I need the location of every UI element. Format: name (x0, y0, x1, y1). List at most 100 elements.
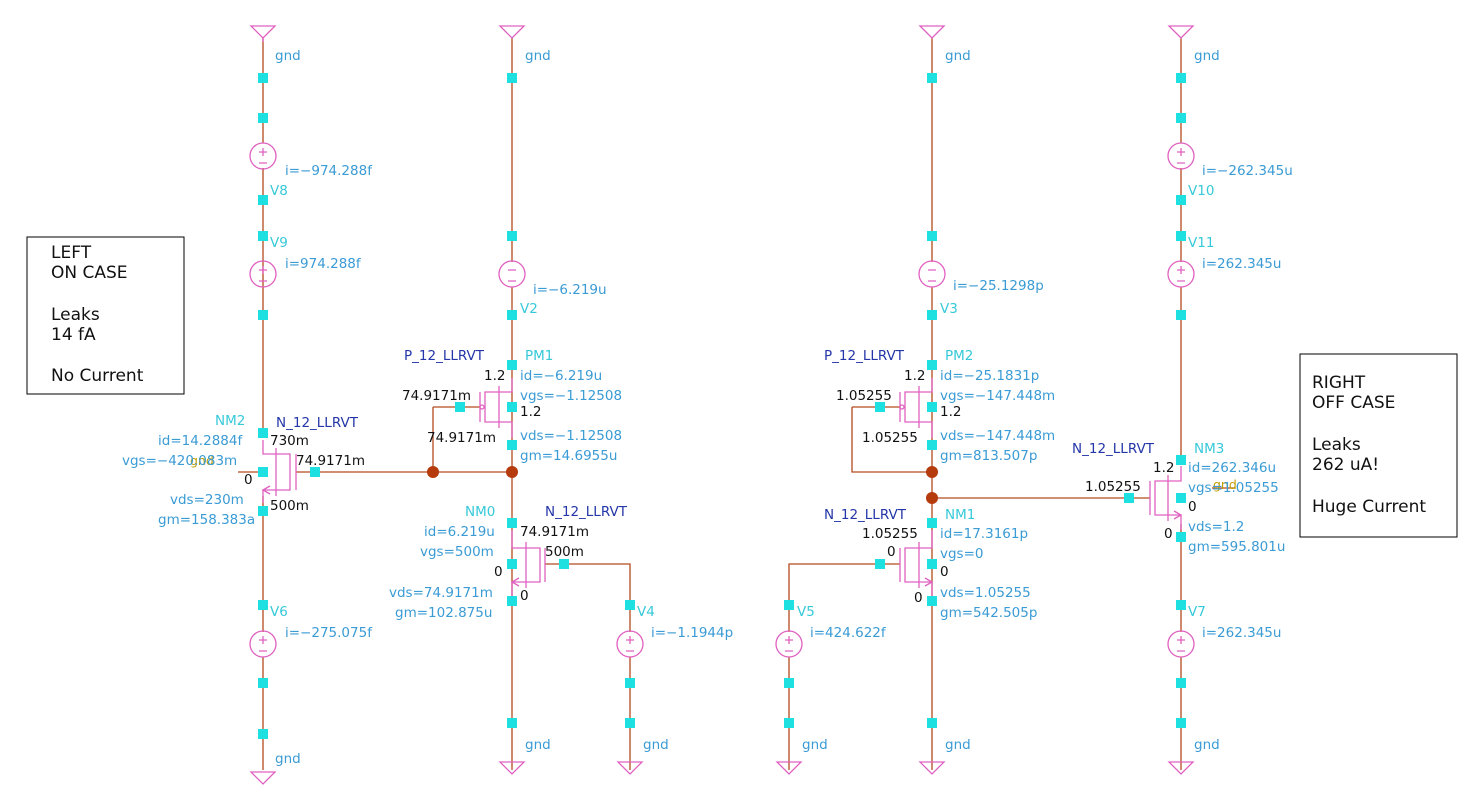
schematic-label: 500m (270, 498, 309, 514)
pin-marker (258, 428, 268, 438)
pin-marker (927, 310, 937, 320)
schematic-label: vgs=500m (420, 544, 494, 560)
schematic-label: V6 (270, 604, 288, 620)
schematic-label: 1.2 (520, 404, 541, 420)
schematic-label: Leaks (51, 305, 100, 325)
pin-marker (927, 596, 937, 606)
pin-marker (258, 729, 268, 739)
schematic-label: i=974.288f (285, 256, 362, 272)
schematic-label: 74.9171m (427, 430, 496, 446)
schematic-label: 730m (270, 433, 309, 449)
pin-marker (1124, 493, 1134, 503)
schematic-label: vds=230m (170, 492, 244, 508)
schematic-label: V2 (520, 301, 538, 317)
schematic-label: 0 (244, 472, 253, 488)
schematic-label: LEFT (51, 243, 92, 263)
schematic-label: vgs=1.05255 (1188, 480, 1279, 496)
pin-marker (258, 678, 268, 688)
pin-marker (455, 402, 465, 412)
pin-marker (507, 310, 517, 320)
schematic-label: P_12_LLRVT (404, 348, 485, 364)
schematic-label: i=−262.345u (1202, 163, 1293, 179)
pin-marker (1176, 231, 1186, 241)
pin-marker (875, 559, 885, 569)
schematic-label: 1.2 (1153, 460, 1174, 476)
schematic-label: gm=542.505p (940, 605, 1037, 621)
pin-marker (784, 718, 794, 728)
source-v3 (918, 260, 946, 288)
node-dot (926, 466, 938, 478)
pin-marker (258, 73, 268, 83)
schematic-label: V3 (940, 301, 958, 317)
pin-marker (927, 518, 937, 528)
wires (238, 38, 1235, 770)
schematic-label: V7 (1188, 604, 1206, 620)
source-v7 (1167, 630, 1195, 658)
labels-column-1: i=−974.288f V8 V9 i=974.288f NM2 N_12_LL… (122, 163, 373, 641)
pin-marker (507, 440, 517, 450)
gnd-label: gnd (802, 737, 828, 753)
schematic-label: Huge Current (1312, 497, 1426, 517)
schematic-label: i=−1.1944p (651, 625, 733, 641)
schematic-label: NM2 (215, 413, 245, 429)
schematic-label: 1.2 (484, 368, 505, 384)
pin-marker (507, 73, 517, 83)
pin-marker (258, 231, 268, 241)
ground-labels: gnd gnd gnd gnd gnd gnd gnd gnd gnd gnd … (190, 48, 1237, 767)
source-v6 (249, 630, 277, 658)
pin-marker (784, 600, 794, 610)
pin-marker (258, 310, 268, 320)
gnd-label-overlap: gnd (190, 453, 214, 468)
schematic-label: 0 (1164, 526, 1173, 542)
pin-marker (927, 440, 937, 450)
schematic-label: gm=595.801u (1188, 539, 1285, 555)
node-dot (427, 466, 439, 478)
schematic-label: vds=−147.448m (940, 428, 1055, 444)
gnd-top-4 (1167, 25, 1195, 39)
schematic-label: 1.05255 (836, 388, 892, 404)
schematic-label: RIGHT (1312, 373, 1366, 393)
gnd-bottom-3 (616, 761, 644, 775)
schematic-label: N_12_LLRVT (545, 504, 628, 520)
pin-marker (875, 402, 885, 412)
gnd-label: gnd (945, 737, 971, 753)
schematic-label: id=−6.219u (520, 368, 602, 384)
schematic-label: i=262.345u (1202, 625, 1281, 641)
gnd-label: gnd (643, 737, 669, 753)
pin-marker (507, 518, 517, 528)
schematic-label: ON CASE (51, 263, 128, 283)
schematic-label: N_12_LLRVT (1072, 441, 1155, 457)
pin-marker (927, 231, 937, 241)
gnd-top-2 (498, 25, 526, 39)
transistor-nm1 (899, 530, 934, 600)
node-dot (926, 492, 938, 504)
pin-marker (559, 559, 569, 569)
schematic-label: i=−974.288f (285, 163, 373, 179)
labels-column-4: i=−262.345u V10 V11 i=262.345u N_12_LLRV… (1072, 163, 1293, 641)
schematic-label: 500m (545, 544, 584, 560)
gnd-bottom-6 (1167, 761, 1195, 775)
schematic-label: V10 (1188, 183, 1214, 199)
pin-marker (258, 113, 268, 123)
pin-marker (507, 360, 517, 370)
pin-marker (927, 402, 937, 412)
pin-marker (1176, 455, 1186, 465)
schematic-label: V9 (270, 235, 288, 251)
schematic-label: PM1 (525, 348, 553, 364)
pin-marker (1176, 600, 1186, 610)
pin-marker (258, 506, 268, 516)
gnd-label: gnd (1194, 48, 1220, 64)
schematic-label: vgs=−1.12508 (520, 388, 622, 404)
pin-marker (1176, 113, 1186, 123)
schematic-label: 0 (520, 588, 529, 604)
gnd-label: gnd (275, 48, 301, 64)
source-v5 (775, 630, 803, 658)
schematic-label: 1.05255 (862, 430, 918, 446)
gnd-label: gnd (1194, 737, 1220, 753)
schematic-label: vds=1.2 (1188, 519, 1244, 535)
note-left: LEFT ON CASE Leaks 14 fA No Current (26, 236, 185, 395)
ground-symbols (249, 25, 1195, 785)
pin-marker (310, 467, 320, 477)
source-v9 (249, 260, 277, 288)
